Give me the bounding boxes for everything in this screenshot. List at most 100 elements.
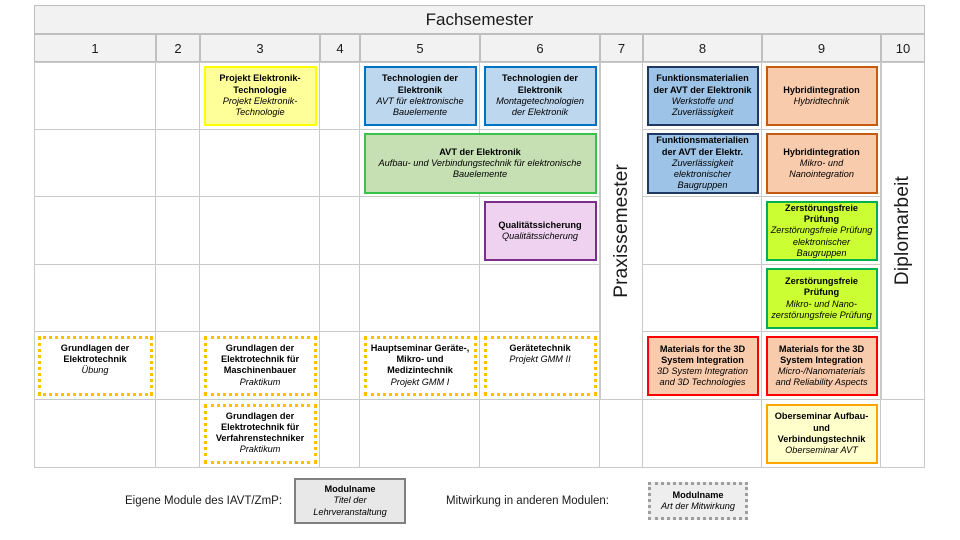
module-title: Zerstörungsfreie Prüfung [784, 202, 858, 225]
legend-participation-title: Modulname [672, 489, 724, 500]
module-box-funktionsmaterialien-werkstoffe[interactable]: Funktionsmaterialien der AVT der Elektro… [646, 65, 759, 127]
grid-cell [320, 332, 360, 400]
grid-cell [34, 400, 156, 468]
module-title: Grundlagen der Elektrotechnik für Maschi… [220, 342, 300, 376]
legend-own-modules-title: Modulname [324, 483, 376, 494]
grid-cell [34, 129, 156, 198]
module-subtitle: Zerstörungsfreie Prüfung elektronischer … [770, 225, 873, 258]
grid-cell [881, 400, 925, 468]
module-subtitle: Hybridtechnik [793, 95, 850, 106]
semester-header-9: 9 [762, 34, 881, 62]
grid-cell [34, 197, 156, 265]
module-box-hauptseminar-gmm-1[interactable]: Hauptseminar Geräte-, Mikro- und Medizin… [363, 335, 477, 397]
module-subtitle: Oberseminar AVT [785, 445, 858, 455]
grid-cell [320, 62, 360, 130]
semester-header-8: 8 [643, 34, 762, 62]
grid-cell [480, 400, 600, 468]
grid-cell [156, 400, 200, 468]
module-title: Qualitätssicherung [498, 219, 582, 230]
module-title: Technologien der Elektronik [502, 73, 578, 95]
module-subtitle: AVT für elektronische Bauelemente [376, 95, 464, 117]
grid-cell [600, 400, 643, 468]
legend-participation-subtitle: Art der Mitwirkung [660, 501, 736, 511]
module-subtitle: Montagetechnologien der Elektronik [496, 95, 584, 117]
grid-cell [156, 62, 200, 130]
module-title: AVT der Elektronik [439, 146, 521, 157]
module-title: Grundlagen der Elektrotechnik [60, 342, 130, 365]
module-subtitle: 3D System Integration and 3D Technologie… [657, 366, 748, 388]
grid-cell [643, 264, 762, 333]
grid-cell [360, 264, 480, 333]
semester-header-6: 6 [480, 34, 600, 62]
module-title: Materials for the 3D System Integration [778, 343, 865, 365]
module-title: Gerätetechnik [509, 342, 571, 353]
module-title: Oberseminar Aufbau- und Verbindungstechn… [774, 411, 869, 444]
legend-own-modules-subtitle: Titel der Lehrveranstaltung [313, 495, 387, 517]
module-box-oberseminar-avt[interactable]: Oberseminar Aufbau- und Verbindungstechn… [765, 403, 878, 465]
grid-cell [643, 197, 762, 265]
grid-cell [360, 400, 480, 468]
module-title: Technologien der Elektronik [382, 73, 458, 95]
legend-participation-box: Modulname Art der Mitwirkung [648, 482, 748, 520]
module-title: Hybridintegration [783, 84, 860, 95]
semester-header-3: 3 [200, 34, 320, 62]
grid-cell [200, 197, 320, 265]
diplomarbeit-cell: Diplomarbeit [881, 62, 925, 400]
module-subtitle: Praktikum [239, 376, 281, 387]
grid-cell [320, 197, 360, 265]
module-box-grundlagen-elektrotechnik-verfahrenstechniker[interactable]: Grundlagen der Elektrotechnik für Verfah… [203, 403, 317, 465]
module-title: Funktionsmaterialien der AVT der Elektr. [656, 135, 749, 157]
module-subtitle: Werkstoffe und Zuverlässigkeit [671, 95, 734, 117]
module-subtitle: Mikro- und Nano-zerstörungsfreie Prüfung [771, 298, 872, 320]
legend-own-modules-box: Modulname Titel der Lehrveranstaltung [294, 478, 406, 524]
module-subtitle: Aufbau- und Verbindungstechnik für elekt… [378, 157, 582, 179]
grid-body: Praxissemester Diplomarbeit Projekt Elektr… [34, 62, 925, 468]
module-subtitle: Projekt GMM I [390, 376, 450, 387]
grid-cell [34, 62, 156, 130]
praxissemester-cell: Praxissemester [600, 62, 643, 400]
module-subtitle: Übung [81, 365, 109, 376]
module-title: Grundlagen der Elektrotechnik für Verfah… [215, 410, 305, 443]
grid-cell [156, 129, 200, 198]
grid-cell [480, 264, 600, 333]
grid-cell [156, 264, 200, 333]
module-subtitle: Zuverlässigkeit elektronischer Baugruppe… [671, 157, 734, 191]
module-box-grundlagen-elektrotechnik-maschinenbauer[interactable]: Grundlagen der Elektrotechnik für Maschi… [203, 335, 317, 397]
module-subtitle: Mikro- und Nanointegration [789, 157, 854, 179]
grid-cell [360, 197, 480, 265]
grid-cell [320, 400, 360, 468]
module-title: Hauptseminar Geräte-, Mikro- und Medizin… [370, 342, 470, 376]
grid-title-fachsemester: Fachsemester [34, 5, 925, 34]
praxissemester-label: Praxissemester [610, 164, 632, 298]
legend: Eigene Module des IAVT/ZmP: Modulname Ti… [0, 473, 960, 535]
legend-participation-label: Mitwirkung in anderen Modulen: [446, 495, 610, 507]
grid-cell [320, 129, 360, 198]
module-box-funktionsmaterialien-zuverlaessigkeit[interactable]: Funktionsmaterialien der AVT der Elektr.… [646, 133, 759, 194]
semester-header-7: 7 [600, 34, 643, 62]
semester-header-5: 5 [360, 34, 480, 62]
semester-header-1: 1 [34, 34, 156, 62]
semester-header-2: 2 [156, 34, 200, 62]
grid-cell [200, 264, 320, 333]
module-title: Zerstörungsfreie Prüfung [784, 276, 858, 298]
grid-cell [200, 129, 320, 198]
grid-cell [156, 332, 200, 400]
module-subtitle: Projekt Elektronik-Technologie [222, 95, 298, 117]
grid-cell [34, 264, 156, 333]
module-subtitle: Projekt GMM II [509, 354, 571, 365]
